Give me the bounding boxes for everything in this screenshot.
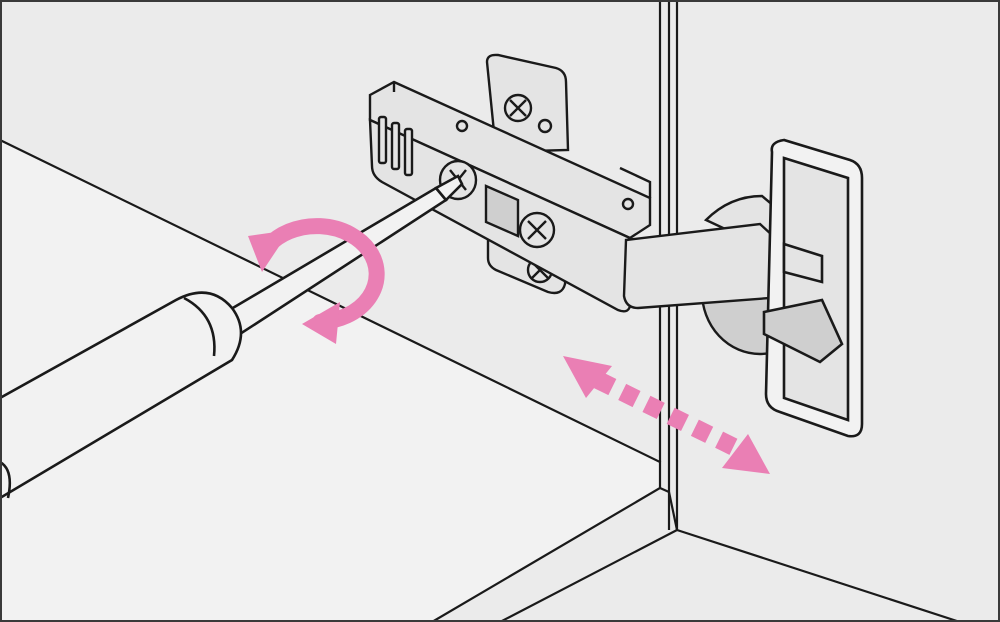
vent-slot-1	[377, 115, 388, 165]
plate-screw-upper-cross-icon	[509, 99, 527, 117]
move-arrowhead-start	[563, 356, 612, 398]
cabinet-side-panel	[0, 138, 662, 622]
screwdriver-tip	[433, 174, 464, 202]
hinge-arm-step	[619, 166, 652, 198]
double-headed-arrow-icon	[563, 356, 770, 474]
hinge-arm	[368, 80, 652, 313]
move-arrowhead-end	[722, 434, 770, 474]
rotate-arrow-arc	[260, 218, 385, 330]
rotate-arrow-icon	[248, 218, 385, 344]
hinge-vent-slots	[377, 115, 414, 177]
door-block-face	[782, 156, 850, 422]
door-bottom-edge	[676, 528, 961, 622]
door-block-clip	[782, 242, 824, 284]
screwdriver-handle-ring	[183, 296, 216, 357]
rivet-left	[455, 119, 469, 133]
depth-screw-cross-icon	[527, 220, 547, 240]
screwdriver-icon	[0, 174, 464, 500]
screwdriver-handle-end	[0, 460, 12, 499]
rotate-arrowhead-top	[248, 230, 290, 272]
vent-slot-2	[390, 121, 401, 171]
cabinet-floor-edge	[499, 486, 679, 622]
screwdriver-handle	[0, 291, 243, 500]
rotate-arrowhead-bottom	[302, 302, 340, 344]
rivet-right	[621, 197, 635, 211]
plate-hole	[537, 118, 553, 134]
vent-slot-3	[403, 127, 414, 177]
door-mounting-block	[762, 138, 864, 438]
hinge-slot-window	[484, 184, 520, 238]
door-block-insert	[762, 298, 844, 364]
cabinet	[0, 0, 961, 622]
